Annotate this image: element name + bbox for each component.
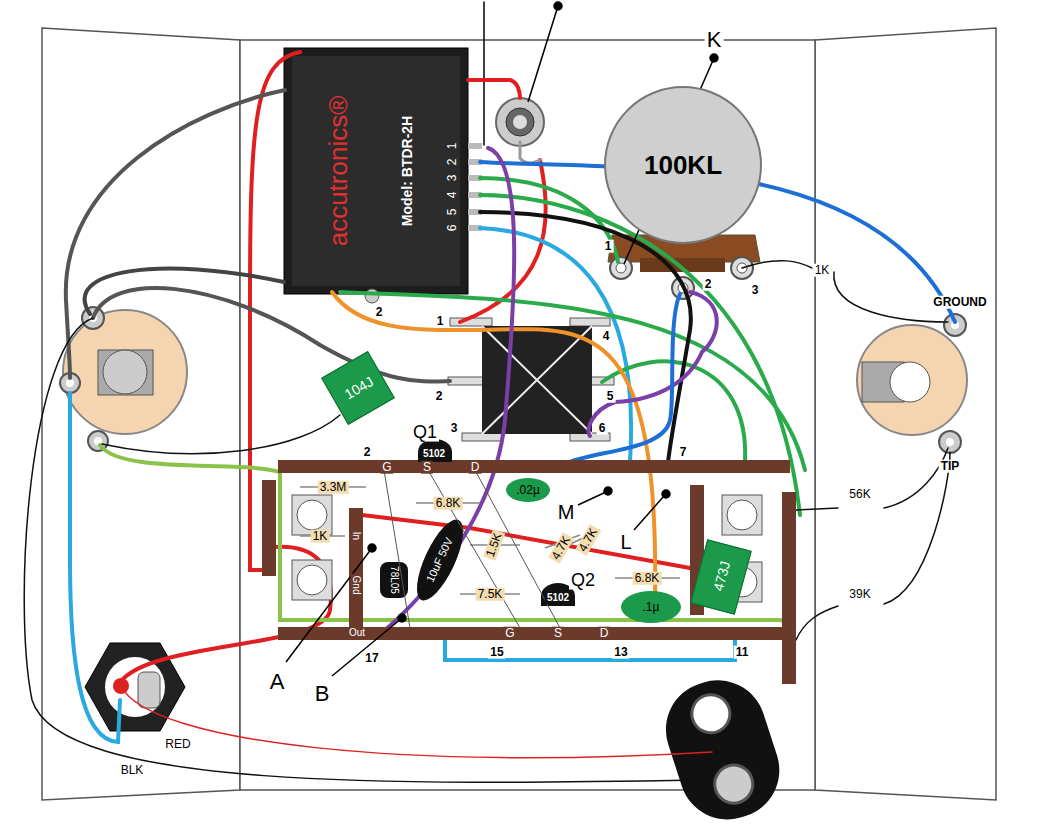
output-jack: [857, 314, 967, 453]
reverb-tank: accutronics® Model: BTDR-2H: [284, 48, 468, 294]
part-label: 3: [446, 173, 459, 184]
part-label: 2: [446, 157, 459, 168]
part-label: 2: [362, 446, 373, 459]
part-label: 78L05: [389, 564, 400, 596]
part-label: BLK: [119, 764, 146, 777]
part-label: Q2: [569, 571, 597, 590]
part-label: G: [380, 461, 393, 474]
part-label: 2: [703, 278, 714, 291]
part-label: D: [469, 461, 482, 474]
part-label: 5102: [421, 449, 447, 460]
part-label: 11: [734, 646, 751, 659]
part-text: 100KL: [644, 151, 722, 180]
part-label: 6.8K: [633, 572, 662, 585]
reverb-tank: [284, 48, 482, 303]
pot-circle: [605, 87, 761, 243]
part-label: K: [705, 28, 724, 51]
part-label: 2: [434, 390, 445, 403]
part-label: RED: [163, 738, 192, 751]
part-label: 4.7K: [548, 532, 573, 563]
input-jack: [60, 307, 187, 451]
battery-snap: [653, 668, 791, 832]
part-label: 5102: [545, 593, 571, 604]
part-label: 17: [363, 652, 380, 665]
part-label: M: [556, 502, 577, 523]
part-label: S: [421, 461, 433, 474]
film-capacitor: 473J: [690, 539, 752, 615]
part-label: 7.5K: [476, 588, 505, 601]
enclosure-face: [240, 40, 815, 790]
part-label: L: [618, 532, 633, 553]
part-label: 39K: [847, 588, 872, 601]
part-label: G: [503, 627, 516, 640]
part-label: 2: [374, 306, 385, 319]
part-label: B: [313, 682, 332, 705]
part-label: 3: [449, 422, 460, 435]
part-label: .1µ: [641, 601, 662, 614]
part-label: GROUND: [931, 296, 988, 309]
part-label: A: [268, 670, 287, 693]
part-label: 4.7K: [575, 524, 600, 555]
potentiometer: 100KL: [603, 85, 763, 245]
part-text: Model: BTDR-2H: [400, 116, 415, 226]
part-label: S: [552, 627, 564, 640]
part-label: Q1: [411, 423, 439, 442]
part-label: 1: [603, 240, 614, 253]
wires: [24, 2, 955, 782]
part-label: 1.5K: [483, 529, 505, 560]
part-label: D: [598, 627, 611, 640]
part-label: TIP: [939, 460, 962, 473]
part-text: 104J: [342, 374, 376, 403]
part-label: 56K: [847, 488, 872, 501]
part-label: 5: [605, 390, 616, 403]
part-label: 15: [488, 646, 505, 659]
part-text: 473J: [711, 560, 734, 593]
part-label: 1: [446, 141, 459, 152]
part-text: accutronics®: [324, 96, 353, 247]
led-bezel: [496, 98, 544, 146]
part-label: 6: [597, 422, 608, 435]
part-label: .02µ: [514, 484, 542, 497]
part-label: 1K: [813, 264, 832, 277]
part-label: 4: [601, 330, 612, 343]
part-label: 1K: [311, 530, 330, 543]
part-label: 5: [446, 207, 459, 218]
part-label: Out: [347, 628, 367, 639]
part-label: 7: [678, 446, 689, 459]
part-label: 6.8K: [434, 497, 463, 510]
part-label: 10uF 50V: [424, 534, 456, 586]
turret-board: [262, 460, 796, 684]
part-label: 4: [446, 190, 459, 201]
enclosure-flap: [815, 28, 996, 800]
part-label: Gnd: [351, 574, 362, 597]
part-label: 1: [435, 315, 446, 328]
enclosure-flap: [42, 28, 240, 800]
film-capacitor: 104J: [321, 351, 395, 425]
part-label: 6: [446, 223, 459, 234]
part-label: In: [351, 530, 362, 542]
part-label: 3: [750, 284, 761, 297]
part-label: 3.3M: [318, 481, 349, 494]
board-components: [300, 439, 681, 628]
part-label: 13: [612, 646, 629, 659]
